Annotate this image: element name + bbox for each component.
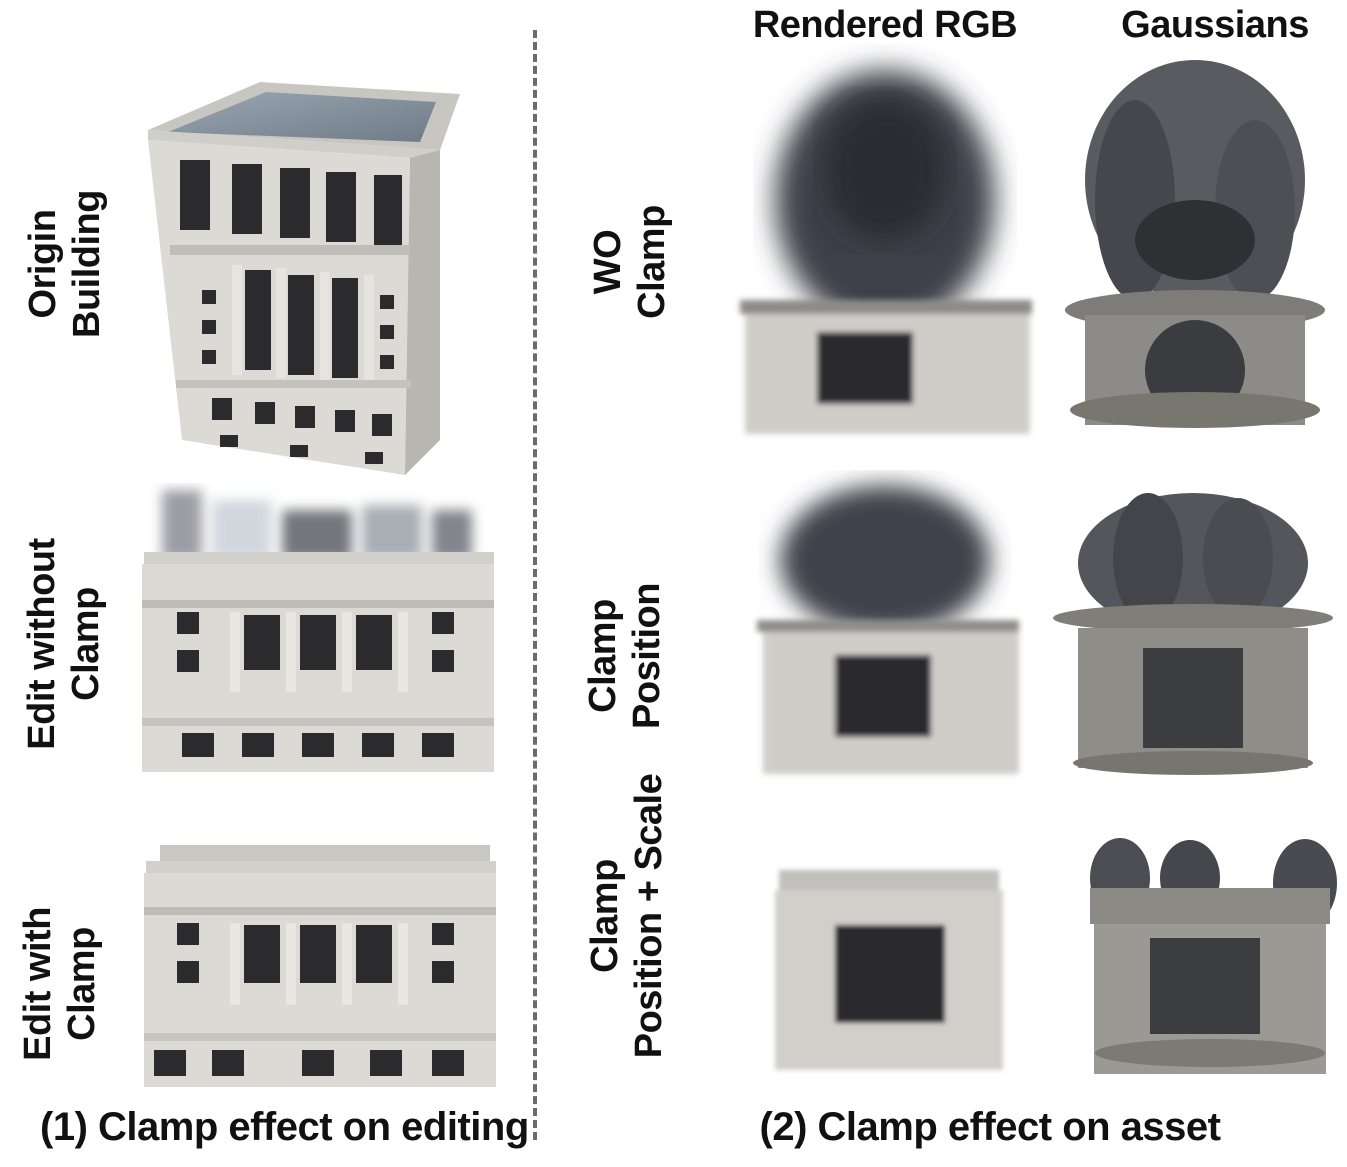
edit-with-clamp-image (144, 845, 496, 1087)
row-label-edit-with-clamp: Edit with Clamp (16, 884, 104, 1084)
gaussians-wo-clamp-image (1065, 60, 1325, 428)
row-label-line: Clamp (584, 859, 626, 973)
row-label-line: Edit without (21, 538, 63, 750)
gaussians-clamp-position-image (1053, 493, 1333, 775)
row-label-wo-clamp: WO Clamp (586, 192, 674, 332)
row-label-line: Building (66, 190, 108, 338)
origin-building-image (148, 82, 460, 475)
row-label-line: Clamp (61, 927, 103, 1041)
column-header-rendered-rgb: Rendered RGB (752, 4, 1018, 46)
rgb-clamp-position-scale-image (775, 870, 1003, 1070)
row-label-line: Origin (22, 209, 64, 319)
row-label-line: Edit with (17, 907, 59, 1061)
rgb-wo-clamp-image (740, 70, 1032, 434)
row-label-clamp-position: Clamp Position (581, 571, 669, 741)
row-label-line: Clamp (631, 205, 673, 319)
row-label-line: Position + Scale (628, 773, 670, 1059)
caption-clamp-effect-on-editing: (1) Clamp effect on editing (40, 1105, 529, 1149)
rgb-clamp-position-image (757, 485, 1019, 774)
gaussians-clamp-position-scale-image (1090, 838, 1337, 1074)
row-label-clamp-position-scale: Clamp Position + Scale (583, 774, 671, 1059)
row-label-edit-without-clamp: Edit without Clamp (20, 524, 108, 764)
edit-without-clamp-image (142, 490, 494, 772)
panel-divider (533, 30, 537, 1140)
row-label-line: WO (587, 229, 629, 295)
column-header-gaussians: Gaussians (1121, 4, 1309, 46)
row-label-line: Clamp (65, 587, 107, 701)
row-label-origin-building: Origin Building (21, 154, 109, 374)
row-label-line: Clamp (582, 599, 624, 713)
caption-clamp-effect-on-asset: (2) Clamp effect on asset (759, 1105, 1221, 1149)
row-label-line: Position (626, 583, 668, 729)
